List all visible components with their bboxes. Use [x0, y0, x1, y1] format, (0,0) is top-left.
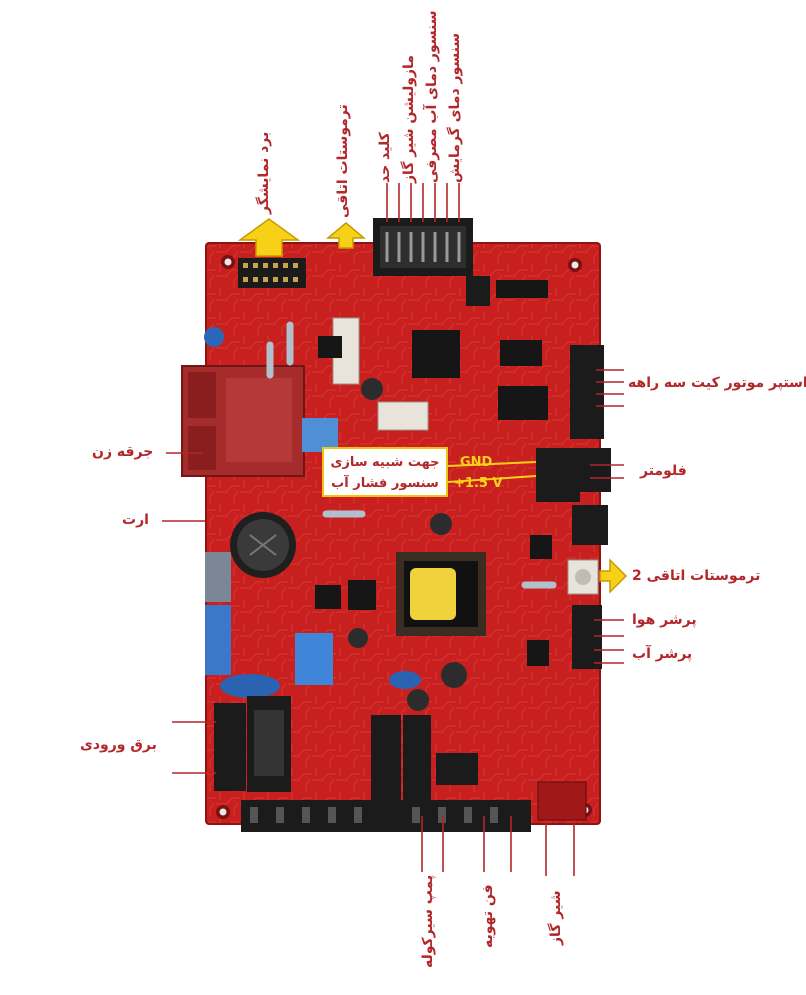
- label-air-pressure-switch: پرشر هوا: [632, 612, 697, 628]
- label-earth: ارت: [122, 512, 149, 528]
- integrated-circuits: [315, 280, 552, 666]
- leader-lines: [162, 183, 624, 876]
- label-gas-valve-modulation: مازولیشن شیر گاز: [401, 55, 417, 183]
- pressure-sensor-callout: جهت شبیه سازی سنسور فشار آب: [322, 447, 448, 497]
- label-gas-valve: شیر گاز: [548, 890, 564, 945]
- display-board-header: [238, 258, 306, 288]
- label-plus-1-5v: +1.5 V: [454, 476, 503, 491]
- label-power-input: برق ورودی: [80, 737, 157, 753]
- label-limit-switch: کلید حد: [377, 132, 393, 183]
- arrow-up-thermostat-icon: [325, 222, 367, 249]
- capacitors: [204, 327, 421, 698]
- right-connectors: [536, 345, 611, 669]
- label-igniter: جرقه زن: [92, 444, 154, 460]
- voltage-pointers: [447, 461, 537, 483]
- label-circulation-pump: پمپ سیرکوله: [420, 874, 436, 968]
- transformer: [396, 552, 486, 636]
- label-room-thermostat-2: ترموستات اتاقی 2: [632, 568, 761, 584]
- arrow-right-thermostat2-icon: [599, 558, 628, 594]
- label-dhw-temp-sensor: سنسور دمای آب مصرفی: [424, 10, 440, 184]
- power-input-connector: [214, 696, 291, 792]
- bottom-connector: [241, 800, 531, 832]
- gas-valve-connector: [537, 781, 587, 821]
- callout-line-2: سنسور فشار آب: [331, 476, 439, 491]
- electrolytic-capacitors: [230, 378, 467, 711]
- label-water-pressure-switch: پرشر آب: [632, 646, 693, 662]
- label-gnd: GND: [460, 455, 493, 470]
- white-connector-horizontal: [377, 401, 429, 431]
- label-heating-temp-sensor: سنسور دمای گرمایش: [447, 32, 463, 183]
- label-flowmeter: فلومتر: [640, 463, 687, 479]
- label-exhaust-fan: فن تهویه: [480, 884, 496, 948]
- resistors: [266, 321, 557, 589]
- callout-line-1: جهت شبیه سازی: [330, 455, 440, 470]
- igniter-block: [181, 365, 305, 477]
- arrow-up-display-icon: [237, 218, 301, 257]
- top-sensor-connector: [373, 218, 473, 276]
- yellow-arrows: [237, 218, 628, 594]
- label-display-board: برد نمایشگر: [256, 131, 272, 214]
- label-room-thermostat: ترموستات اتاقی: [335, 104, 351, 218]
- small-pin-header: [466, 276, 490, 306]
- label-three-way-stepper: استپر موتور کیت سه راهه: [628, 375, 806, 391]
- white-connector-vertical: [332, 317, 360, 385]
- relays: [371, 715, 478, 805]
